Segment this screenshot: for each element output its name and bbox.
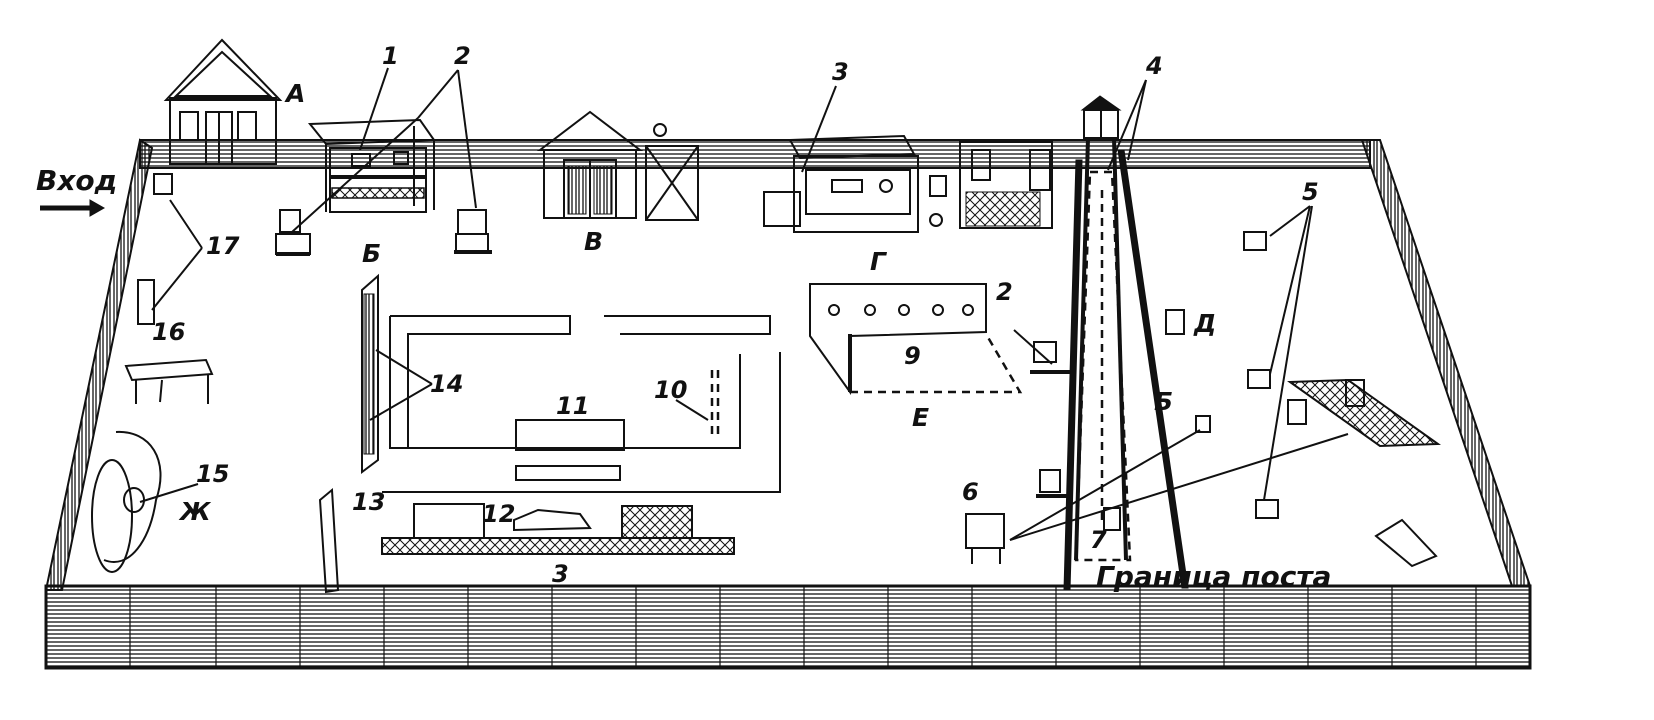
zone-label-zh: Ж xyxy=(178,497,212,526)
label-2-right: 2 xyxy=(996,278,1013,306)
entrance-label: Вход xyxy=(36,164,117,197)
label-12: 12 xyxy=(482,500,515,528)
label-5: 5 xyxy=(1302,178,1319,206)
label-16: 16 xyxy=(152,318,185,346)
table-16 xyxy=(124,358,214,404)
targets-5 xyxy=(1243,205,1441,519)
label-15: 15 xyxy=(196,460,229,488)
post-boundary-label: Граница поста xyxy=(1096,560,1331,593)
front-fence xyxy=(44,584,1532,670)
shelter-b xyxy=(307,118,436,213)
perimeter-fence xyxy=(44,138,1532,670)
rail-vehicles xyxy=(381,503,735,555)
label-1: 1 xyxy=(382,42,399,70)
label-3-top: 3 xyxy=(832,58,849,86)
building-a xyxy=(163,38,283,165)
label-4: 4 xyxy=(1145,52,1163,80)
building-v xyxy=(537,110,699,221)
targets-d xyxy=(1165,309,1438,568)
zone-label-b-right: Б xyxy=(1154,387,1173,416)
zone-label-v: В xyxy=(584,227,603,256)
label-6: 6 xyxy=(962,478,979,506)
left-stand-17 xyxy=(137,173,203,325)
label-7: 7 xyxy=(1090,526,1107,554)
zone-label-a: А xyxy=(284,79,305,108)
label-3-bottom: 3 xyxy=(552,560,569,588)
label-10: 10 xyxy=(654,376,687,404)
entrance-arrow xyxy=(40,199,106,217)
wall-14 xyxy=(361,273,379,474)
right-stand-2 xyxy=(1013,329,1070,498)
stand-8 xyxy=(965,429,1349,564)
label-13: 13 xyxy=(352,488,385,516)
zone-label-e: Е xyxy=(912,403,929,432)
label-2-top: 2 xyxy=(454,42,471,70)
label-14: 14 xyxy=(430,370,463,398)
enclosure-9 xyxy=(809,283,1023,396)
building-g xyxy=(763,134,1053,233)
obstacle-course xyxy=(382,315,781,493)
monitor-stand-left xyxy=(275,209,311,256)
right-fence xyxy=(1360,139,1532,587)
label-9: 9 xyxy=(904,342,921,370)
monitor-stand-middle xyxy=(454,209,492,254)
target-ring-15 xyxy=(91,430,162,573)
label-17: 17 xyxy=(206,232,240,260)
zone-label-g: Г xyxy=(870,247,888,276)
zone-label-d: Д xyxy=(1193,309,1216,338)
back-fence xyxy=(139,139,1371,169)
watchtower xyxy=(1063,95,1189,591)
zone-label-b: Б xyxy=(362,239,381,268)
label-11: 11 xyxy=(556,392,589,420)
wall-13 xyxy=(318,487,340,594)
